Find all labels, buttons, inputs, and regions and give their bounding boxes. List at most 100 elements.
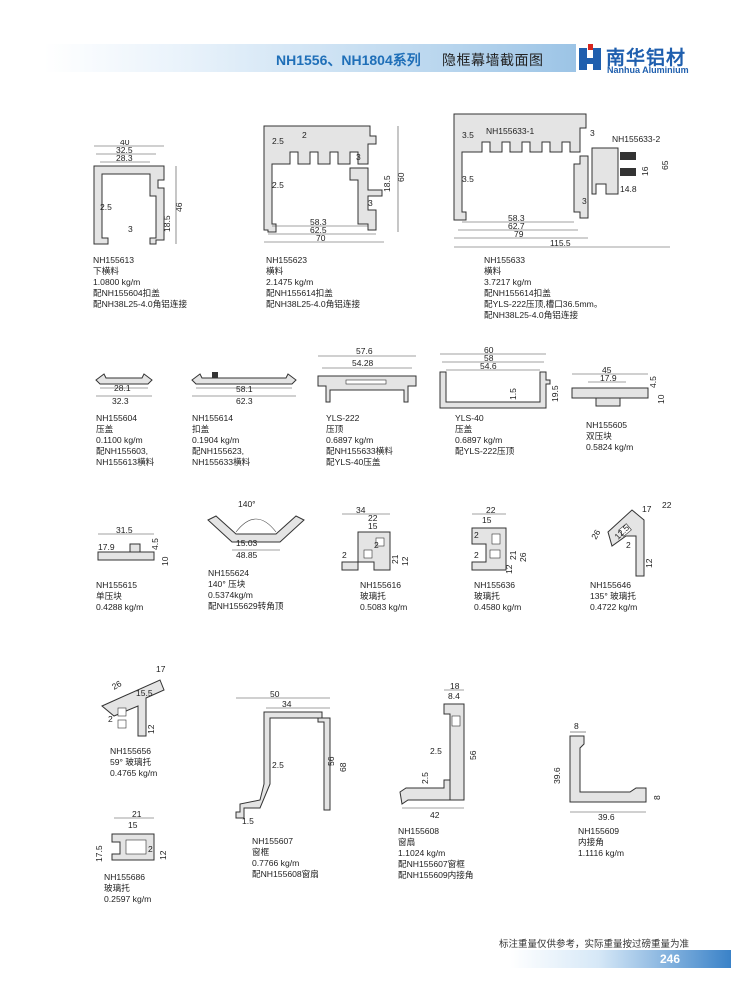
profile-drawing-nh155624: 140° 15.03 48.85 [202, 498, 312, 568]
profile-spec-line: 59° 玻璃托 [110, 757, 152, 767]
dim-label: 58 [484, 353, 494, 363]
profile-code: NH155608 [398, 826, 440, 836]
profile-spec-line: NH155633横料 [192, 457, 251, 467]
dim-label: 140° [238, 499, 256, 509]
profile-spec-line: 窗框 [252, 847, 270, 857]
dim-label: 42 [430, 810, 440, 820]
dim-label: 62.5 [310, 225, 327, 235]
profile-code: NH155633 [484, 255, 526, 265]
dim-label: 2.5 [100, 202, 112, 212]
dim-label: 57.6 [356, 346, 373, 356]
profile-spec-line: 2.1475 kg/m [266, 277, 314, 287]
profile-drawing-nh155656: 17 26 15.5 2 12 [94, 662, 184, 742]
profile-drawing-nh155616: 34 22 15 2 2 21 12 [334, 504, 414, 576]
profile-drawing-nh155646: 22 17 26 12.5 2 12 [578, 496, 678, 582]
dim-label: 58.1 [236, 384, 253, 394]
dim-label: 22 [662, 500, 672, 510]
dim-label: 70 [316, 233, 326, 243]
profile-spec-line: 0.2597 kg/m [104, 894, 152, 904]
dim-label: 56 [468, 750, 478, 760]
profile-info-nh155613: NH155613 下横料 1.0800 kg/m 配NH155604扣盖 配NH… [93, 255, 187, 310]
profile-spec-line: 双压块 [586, 431, 612, 441]
dim-label: 50 [270, 689, 280, 699]
dim-label: 8 [574, 721, 579, 731]
profile-spec-line: 压盖 [455, 424, 473, 434]
profile-spec-line: 配NH155607窗框 [398, 859, 465, 869]
dim-label: 2 [342, 550, 347, 560]
dim-label: 68 [338, 762, 348, 772]
profile-info-nh155608: NH155608 窗扇 1.1024 kg/m 配NH155607窗框 配NH1… [398, 826, 473, 881]
dim-label: 21 [390, 554, 400, 564]
profile-info-yls-222: YLS-222 压顶 0.6897 kg/m 配NH155633横料 配YLS-… [326, 413, 393, 468]
dim-label: 115.5 [550, 238, 571, 248]
dim-label: 18.5 [382, 175, 392, 192]
profile-info-nh155616: NH155616 玻璃托 0.5083 kg/m [360, 580, 407, 613]
profile-spec-line: 配NH38L25-4.0角铝连接 [484, 310, 579, 320]
profile-spec-line: 配NH155633横料 [326, 446, 393, 456]
profile-code: NH155636 [474, 580, 516, 590]
profile-info-nh155646: NH155646 135° 玻璃托 0.4722 kg/m [590, 580, 637, 613]
profile-spec-line: 0.4765 kg/m [110, 768, 158, 778]
dim-label: 62.3 [236, 396, 253, 406]
dim-label: 58.3 [508, 213, 525, 223]
dim-label: 15.03 [236, 538, 258, 548]
gasket-seal-icon [620, 152, 636, 176]
profile-spec-line: 配NH38L25-4.0角铝连接 [266, 299, 361, 309]
dim-label: 28.1 [114, 383, 131, 393]
dim-label: 17 [642, 504, 652, 514]
dim-label: 39.6 [598, 812, 615, 822]
dim-label: 12 [400, 556, 410, 566]
profile-code: NH155616 [360, 580, 402, 590]
dim-label: 2 [148, 844, 153, 854]
dim-label: 2.5 [272, 136, 284, 146]
dim-label: 32.5 [116, 145, 133, 155]
profile-drawing-nh155615: 31.5 17.9 4.5 10 [94, 526, 174, 570]
dim-label: 12 [158, 850, 168, 860]
dim-label: 2.5 [420, 772, 430, 784]
dim-label: 22 [368, 513, 378, 523]
dim-label: 3 [128, 224, 133, 234]
dim-label: 15 [482, 515, 492, 525]
dim-label: 12 [644, 558, 654, 568]
profile-info-nh155607: NH155607 窗框 0.7766 kg/m 配NH155608窗扇 [252, 836, 319, 880]
profile-info-nh155609: NH155609 内接角 1.1116 kg/m [578, 826, 624, 859]
profile-code: NH155607 [252, 836, 294, 846]
profile-code: NH155615 [96, 580, 138, 590]
dim-label: 2 [374, 540, 379, 550]
profile-spec-line: 配NH155603, [96, 446, 149, 456]
dim-label: 32.3 [112, 396, 129, 406]
dim-label: 3 [368, 198, 373, 208]
profile-code: NH155656 [110, 746, 152, 756]
profile-code: NH155605 [586, 420, 628, 430]
dim-label: 15.5 [136, 688, 153, 698]
profile-spec-line: 内接角 [578, 837, 604, 847]
profile-spec-line: 1.1116 kg/m [578, 848, 625, 858]
dim-label: 21 [132, 809, 142, 819]
dim-label: 3 [356, 152, 361, 162]
profile-drawing-nh155633: NH155633-1 NH155633-2 3.5 3 3.5 3 16 65 … [446, 108, 676, 256]
profile-info-nh155615: NH155615 单压块 0.4288 kg/m [96, 580, 143, 613]
profile-info-yls-40: YLS-40 压盖 0.6897 kg/m 配YLS-222压顶 [455, 413, 514, 457]
dim-label: 15 [368, 521, 378, 531]
dim-label: 79 [514, 229, 524, 239]
dim-label: 39.6 [552, 767, 562, 784]
profile-spec-line: 0.6897 kg/m [326, 435, 374, 445]
dim-label: 2 [108, 714, 113, 724]
dim-label: 21 [508, 550, 518, 560]
dim-label: 46 [174, 202, 184, 212]
profile-spec-line: 玻璃托 [104, 883, 130, 893]
dim-label: 10 [160, 556, 170, 566]
profile-info-nh155686: NH155686 玻璃托 0.2597 kg/m [104, 872, 151, 905]
brand-name-cn: 南华铝材 [606, 48, 687, 69]
dim-label: 34 [282, 699, 292, 709]
profile-spec-line: 配NH155609内接角 [398, 870, 474, 880]
profile-code: NH155646 [590, 580, 632, 590]
profile-code: YLS-40 [455, 413, 484, 423]
profile-info-nh155623: NH155623 横料 2.1475 kg/m 配NH155614扣盖 配NH3… [266, 255, 360, 310]
dim-label: 16 [640, 166, 650, 176]
dim-label: 56 [326, 756, 336, 766]
profile-spec-line: 横料 [484, 266, 502, 276]
profile-spec-line: 配NH155629转角顶 [208, 601, 284, 611]
dim-label: 62.7 [508, 221, 525, 231]
profile-spec-line: 1.0800 kg/m [93, 277, 141, 287]
